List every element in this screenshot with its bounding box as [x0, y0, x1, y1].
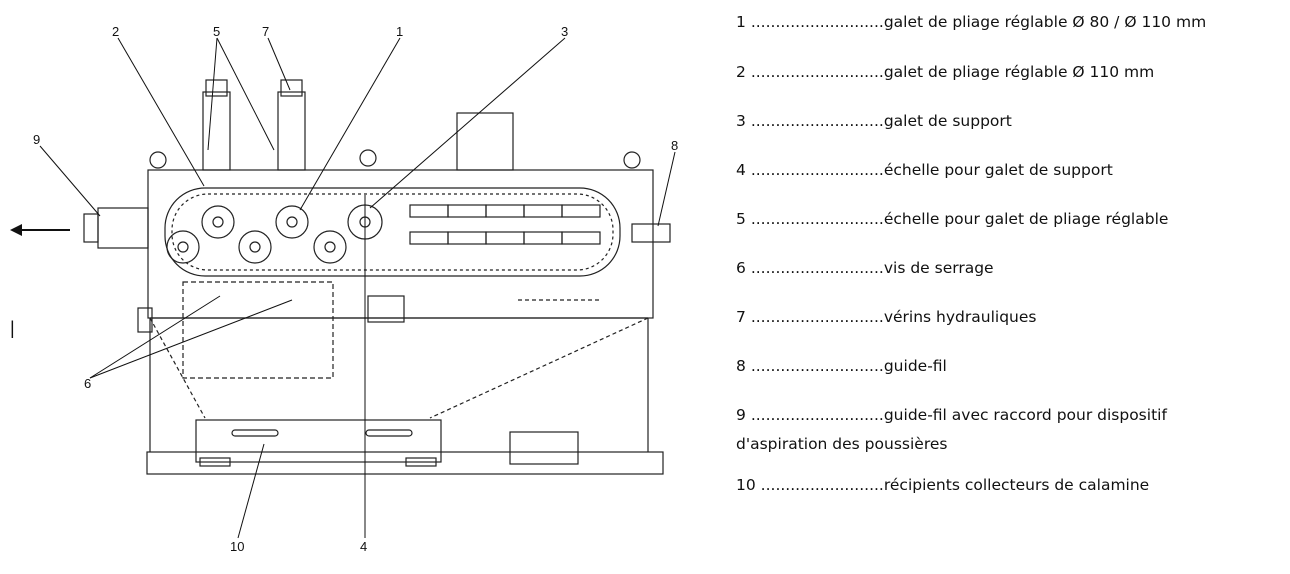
collector-foot-right [405, 457, 437, 467]
wire-guide-right [631, 223, 671, 243]
legend-item-9: 9 ...........................guide-fil a… [736, 406, 1290, 476]
legend-dots: ........................... [750, 161, 884, 179]
callout-6: 6 [84, 376, 91, 391]
roller-housing-inner [171, 193, 614, 271]
legend-label: vérins hydrauliques [883, 308, 1037, 326]
top-box [456, 112, 514, 171]
legend-dots: ........................... [750, 259, 884, 277]
collector-handle-left [231, 429, 279, 437]
lifting-eye-1 [149, 151, 167, 169]
lower-panel [182, 281, 334, 379]
legend-label: galet de pliage réglable Ø 80 / Ø 110 mm [883, 13, 1207, 31]
callout-2: 2 [112, 24, 119, 39]
legend-label: guide-fil [883, 357, 947, 375]
side-mark: | [10, 318, 15, 338]
lifting-eye-2 [359, 149, 377, 167]
support-roller-row [409, 204, 601, 245]
legend-number: 4 [736, 161, 746, 179]
hydraulic-cylinder-left-head [205, 79, 228, 97]
legend-dots: ........................... [750, 210, 884, 228]
callout-8: 8 [671, 138, 678, 153]
callout-leaders [39, 37, 676, 539]
legend-item-10: 10 .........................récipients c… [736, 476, 1290, 495]
parts-legend: 1 ...........................galet de pl… [736, 13, 1290, 495]
legend-dots: ........................... [750, 112, 884, 130]
legend-item-3: 3 ...........................galet de su… [736, 112, 1290, 161]
hydraulic-cylinder-right [277, 91, 306, 171]
legend-label: galet de support [883, 112, 1012, 130]
adjustable-folding-rollers [166, 204, 383, 264]
legend-label: récipients collecteurs de calamine [883, 476, 1150, 494]
legend-dots: ........................... [750, 357, 884, 375]
legend-dots: ........................... [750, 13, 884, 31]
wire-outlet-arrow [10, 224, 70, 236]
hydraulic-cylinder-right-head [280, 79, 303, 97]
machine-technical-drawing: 2 5 7 1 3 9 8 6 10 4 | [10, 24, 678, 554]
legend-item-4: 4 ...........................échelle pou… [736, 161, 1290, 210]
legend-dots: ........................... [750, 308, 884, 326]
legend-number: 3 [736, 112, 746, 130]
machine-base [146, 451, 664, 475]
legend-item-2: 2 ...........................galet de pl… [736, 63, 1290, 112]
legend-number: 9 [736, 406, 746, 424]
callout-10: 10 [230, 539, 244, 554]
callout-4: 4 [360, 539, 367, 554]
legend-number: 5 [736, 210, 746, 228]
collector-foot-left [199, 457, 231, 467]
legend-label: galet de pliage réglable Ø 110 mm [883, 63, 1155, 81]
wire-guide-with-dust-extraction [97, 207, 149, 249]
legend-number: 10 [736, 476, 756, 494]
callout-1: 1 [396, 24, 403, 39]
lifting-eye-3 [623, 151, 641, 169]
clamping-bracket [137, 307, 153, 333]
callout-3: 3 [561, 24, 568, 39]
legend-label: guide-fil avec raccord pour dispositif [883, 406, 1167, 424]
callout-5: 5 [213, 24, 220, 39]
legend-label: vis de serrage [883, 259, 994, 277]
legend-dots: ........................... [750, 63, 884, 81]
frame-cross-brace [149, 317, 649, 419]
legend-item-7: 7 ...........................vérins hydr… [736, 308, 1290, 357]
legend-dots: ........................... [750, 406, 884, 424]
legend-item-5: 5 ...........................échelle pou… [736, 210, 1290, 259]
legend-number: 7 [736, 308, 746, 326]
scale-bracket [367, 295, 405, 323]
hydraulic-cylinder-left [202, 91, 231, 171]
side-box [509, 431, 579, 465]
collector-handle-right [365, 429, 413, 437]
legend-item-1: 1 ...........................galet de pl… [736, 13, 1290, 63]
legend-number: 2 [736, 63, 746, 81]
wire-guide-flange [83, 213, 99, 243]
scale-collector-container [195, 419, 442, 463]
legend-label: échelle pour galet de pliage réglable [883, 210, 1169, 228]
legend-item-6: 6 ...........................vis de serr… [736, 259, 1290, 308]
legend-number: 1 [736, 13, 746, 31]
legend-number: 6 [736, 259, 746, 277]
legend-item-8: 8 ...........................guide-fil [736, 357, 1290, 406]
legend-number: 8 [736, 357, 746, 375]
callout-9: 9 [33, 132, 40, 147]
callout-7: 7 [262, 24, 269, 39]
legend-label-continuation: d'aspiration des poussières [736, 435, 948, 453]
legend-label: échelle pour galet de support [883, 161, 1113, 179]
legend-dots: ......................... [760, 476, 884, 494]
